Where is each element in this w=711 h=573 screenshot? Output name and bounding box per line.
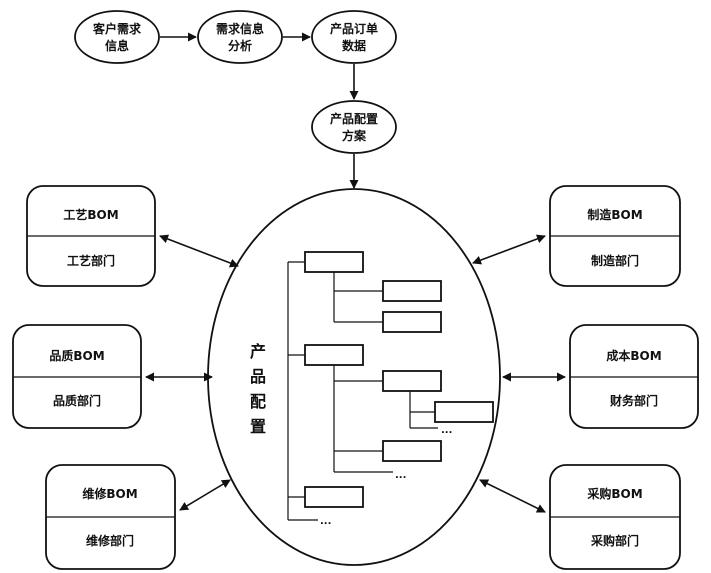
bom-label: 采购BOM [586, 486, 642, 501]
tree-node [304, 486, 364, 508]
flow-node-product-config-plan: 产品配置 方案 [311, 100, 397, 154]
tree-ellipsis: ... [441, 425, 452, 436]
tree-node [304, 251, 364, 273]
flow-node-label: 方案 [342, 128, 367, 143]
bidirectional-arrow [479, 479, 546, 513]
bom-label: 成本BOM [606, 348, 661, 363]
flow-node-label: 产品订单 [330, 21, 378, 36]
tree-node [434, 401, 494, 423]
bidirectional-arrow [472, 234, 546, 265]
bidirectional-arrow [179, 479, 231, 511]
dept-label: 品质部门 [53, 393, 101, 408]
flow-node-label: 数据 [342, 38, 366, 53]
flow-node-label: 产品配置 [330, 111, 378, 126]
dept-box-manufacturing: 制造BOM 制造部门 [549, 185, 681, 287]
tree-node [304, 344, 364, 366]
bom-tree: ... ... ... [287, 251, 494, 527]
tree-ellipsis: ... [395, 470, 406, 481]
dept-label: 采购部门 [590, 533, 639, 548]
bom-label: 品质BOM [49, 348, 104, 363]
tree-node [382, 370, 442, 392]
flow-node-product-order-data: 产品订单 数据 [311, 10, 397, 64]
bom-label: 工艺BOM [63, 207, 118, 222]
center-label-char: 置 [250, 417, 266, 436]
flow-node-label: 分析 [228, 38, 252, 53]
bom-label: 制造BOM [587, 207, 642, 222]
tree-node [382, 440, 442, 462]
dept-label: 工艺部门 [67, 253, 115, 268]
dept-box-process: 工艺BOM 工艺部门 [26, 185, 156, 287]
center-label-char: 品 [250, 367, 266, 386]
tree-node [382, 311, 442, 333]
dept-label: 维修部门 [86, 533, 134, 548]
dept-label: 制造部门 [591, 253, 639, 268]
bidirectional-arrow [159, 234, 239, 268]
dept-box-maintenance: 维修BOM 维修部门 [45, 464, 176, 570]
flow-node-customer-requirement: 客户需求 信息 [74, 10, 160, 64]
dept-box-quality: 品质BOM 品质部门 [12, 324, 142, 429]
flow-node-label: 需求信息 [216, 21, 264, 36]
dept-label: 财务部门 [609, 393, 658, 408]
bom-label: 维修BOM [82, 486, 137, 501]
dept-box-purchasing: 采购BOM 采购部门 [549, 464, 681, 570]
tree-node [382, 280, 442, 302]
center-label-char: 配 [250, 392, 266, 411]
flow-node-requirement-analysis: 需求信息 分析 [197, 10, 283, 64]
dept-box-finance: 成本BOM 财务部门 [569, 324, 699, 429]
tree-ellipsis: ... [320, 516, 331, 527]
flow-node-label: 信息 [105, 38, 129, 53]
product-configuration-ellipse: 产 品 配 置 [207, 188, 501, 566]
flow-node-label: 客户需求 [92, 21, 142, 36]
center-label-char: 产 [250, 342, 266, 361]
